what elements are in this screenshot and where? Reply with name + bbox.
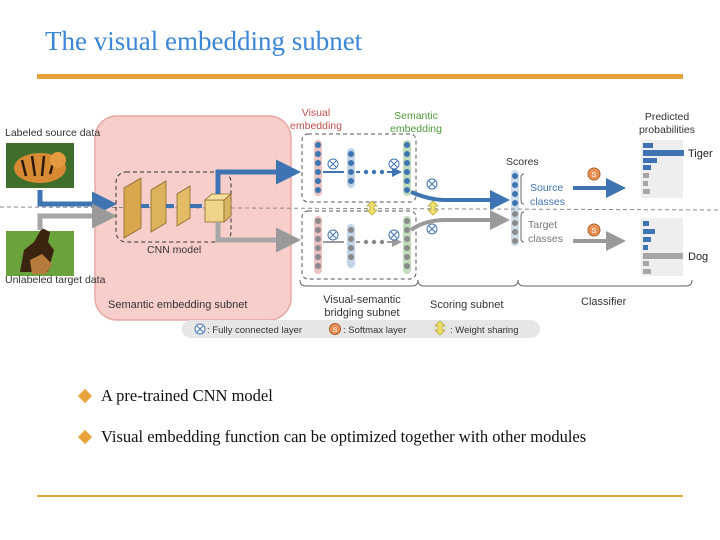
target-to-scores-arrow [409, 210, 510, 232]
legend-weight-sharing-icon [434, 320, 446, 336]
dog-probability-bars [641, 218, 683, 276]
legend-box [182, 320, 540, 338]
dog-label: Dog [688, 251, 708, 263]
svg-text:S: S [592, 228, 597, 235]
bullet-text: A pre-trained CNN model [101, 386, 273, 405]
source-to-scores-arrow [410, 190, 510, 210]
softmax-icons: S S [587, 167, 601, 237]
cnn-model-label: CNN model [147, 244, 201, 256]
legend-fc-icon [194, 323, 206, 335]
legend-weight-sharing-label: : Weight sharing [450, 325, 518, 336]
target-neuron-columns [314, 216, 411, 274]
scores-label: Scores [506, 156, 539, 168]
legend-softmax-label: : Softmax layer [343, 325, 406, 336]
legend-softmax-icon: S [329, 323, 341, 335]
labeled-source-label: Labeled source data [5, 127, 100, 139]
architecture-diagram: Labeled source data Unlabeled target dat… [0, 107, 720, 338]
tiger-image [6, 143, 74, 188]
unlabeled-target-label: Unlabeled target data [5, 274, 106, 286]
target-input-arrow [37, 203, 117, 230]
svg-text:S: S [592, 172, 597, 179]
cnn-source-arrow [215, 159, 301, 194]
classifier-label: Classifier [581, 296, 627, 308]
bullet-list: A pre-trained CNN model Visual embedding… [77, 386, 698, 468]
diamond-bullet-icon [77, 429, 93, 445]
scores-column [511, 170, 525, 246]
footer-rule [37, 495, 683, 497]
semantic-embedding-subnet-label: Semantic embedding subnet [108, 299, 247, 311]
slide-title: The visual embedding subnet [45, 26, 363, 56]
bullet-item: Visual embedding function can be optimiz… [77, 427, 698, 447]
title-underline [37, 74, 683, 79]
bullet-item: A pre-trained CNN model [77, 386, 698, 406]
cnn-target-arrow [215, 222, 301, 253]
tiger-probability-bars [641, 140, 684, 198]
legend-fc-label: : Fully connected layer [207, 325, 302, 336]
cnn-layers [123, 177, 233, 239]
bullet-text: Visual embedding function can be optimiz… [101, 427, 587, 446]
source-input-arrow [37, 190, 117, 217]
svg-text:S: S [333, 327, 338, 334]
bridging-box-target [301, 210, 417, 280]
scoring-fc-icons [426, 178, 438, 235]
tiger-label: Tiger [688, 148, 713, 160]
source-neuron-columns [314, 140, 411, 196]
subnet-braces [299, 279, 693, 287]
source-target-divider [0, 206, 720, 211]
weight-sharing-icon [366, 200, 439, 216]
bridging-box-source [301, 133, 417, 203]
scoring-subnet-label: Scoring subnet [430, 299, 503, 311]
dog-image [6, 228, 74, 276]
diamond-bullet-icon [77, 388, 93, 404]
